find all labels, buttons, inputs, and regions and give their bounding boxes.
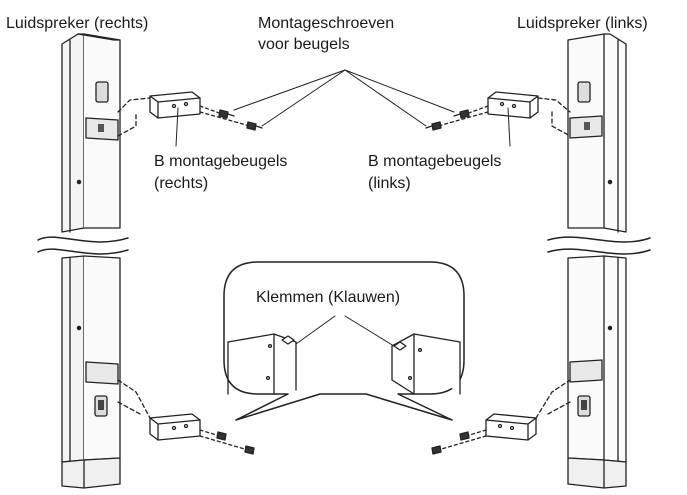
label-bracket-right-line2: (rechts) bbox=[154, 175, 209, 192]
bracket-left-bottom bbox=[431, 379, 571, 455]
label-speaker-right: Luidspreker (rechts) bbox=[6, 15, 149, 32]
label-bracket-left-line2: (links) bbox=[368, 175, 411, 192]
label-speaker-left: Luidspreker (links) bbox=[517, 15, 648, 32]
label-clamps: Klemmen (Klauwen) bbox=[256, 289, 401, 306]
label-bracket-right-line1: B montagebeugels bbox=[154, 153, 288, 170]
speaker-right-unit bbox=[37, 33, 129, 489]
label-screws-line1: Montageschroeven bbox=[258, 15, 395, 32]
bracket-right-bottom bbox=[117, 379, 255, 455]
label-bracket-left-line1: B montagebeugels bbox=[368, 153, 502, 170]
leader-lines bbox=[175, 69, 511, 347]
clamps-callout-box bbox=[223, 261, 465, 421]
speaker-left-unit bbox=[547, 33, 651, 489]
bracket-left-top bbox=[425, 91, 571, 137]
label-screws-line2: voor beugels bbox=[258, 36, 350, 53]
bracket-right-top bbox=[117, 91, 251, 137]
screw-icon bbox=[218, 109, 263, 131]
